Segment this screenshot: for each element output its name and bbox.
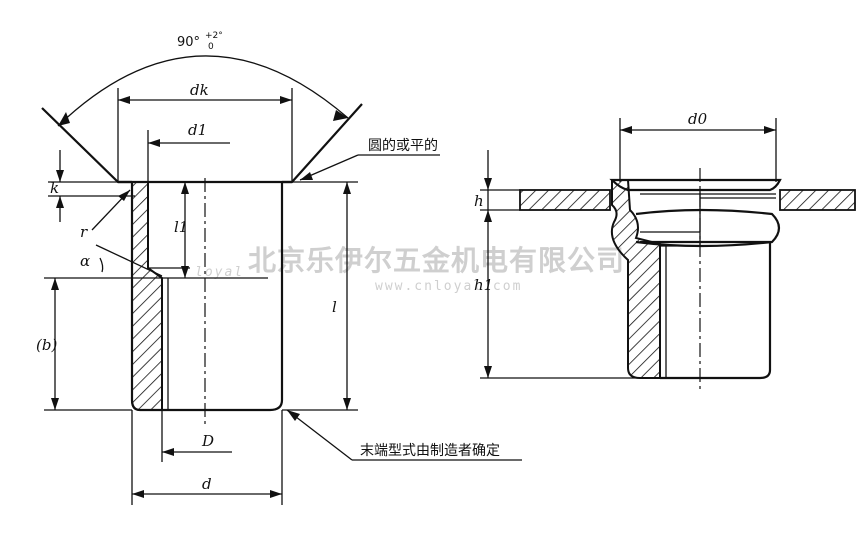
angle-label: 90° — [177, 35, 200, 50]
watermark-logo: loyal — [195, 265, 244, 280]
l-arrow-bottom-icon — [343, 398, 351, 410]
l1-label: l1 — [174, 218, 188, 236]
D-arrow-icon — [162, 448, 174, 456]
k-arrow-top-icon — [56, 170, 64, 182]
right-view: d0 h h1 — [474, 110, 856, 390]
right-wall-section — [610, 179, 661, 379]
arc-arrow-right-icon — [333, 110, 348, 121]
d1-label: d1 — [188, 121, 207, 139]
right-body-outline — [640, 240, 772, 380]
d-arrow-left-icon — [132, 490, 144, 498]
b-label: (b) — [36, 336, 57, 354]
note-end-text: 末端型式由制造者确定 — [360, 443, 500, 459]
d-arrow-right-icon — [270, 490, 282, 498]
angle-tol-upper: +2° — [205, 31, 223, 41]
right-bulge — [635, 208, 781, 248]
note-head-arrow-icon — [300, 172, 313, 180]
l-label: l — [332, 298, 337, 316]
l1-arrow-bottom-icon — [181, 266, 189, 278]
D-label: D — [201, 432, 214, 450]
k-arrow-bottom-icon — [56, 196, 64, 208]
alpha-label: α — [80, 252, 90, 270]
r-label: r — [80, 223, 88, 241]
angle-tol-lower: 0 — [208, 42, 214, 52]
dk-label: dk — [190, 81, 209, 99]
dk-arrow-left-icon — [118, 96, 130, 104]
watermark-url: www.cnloyal.com — [375, 279, 522, 294]
d0-arrow-right-icon — [764, 126, 776, 134]
watermark-company: 北京乐伊尔五金机电有限公司 — [248, 244, 625, 277]
note-end-leader — [286, 409, 353, 461]
h-label: h — [474, 192, 484, 210]
plate-right-section — [779, 189, 856, 211]
d0-label: d0 — [688, 110, 708, 128]
h1-arrow-bottom-icon — [484, 366, 492, 378]
d1-arrow-icon — [148, 139, 160, 147]
plate-left-section — [519, 189, 611, 211]
alpha-arc — [99, 257, 104, 273]
arc-arrow-left-icon — [58, 112, 70, 126]
right-head-flange — [609, 178, 782, 192]
b-arrow-bottom-icon — [51, 398, 59, 410]
angle-arc — [57, 55, 349, 127]
watermark: loyal 北京乐伊尔五金机电有限公司 www.cnloyal.com — [195, 244, 625, 294]
body-wall-section — [131, 181, 163, 411]
l-arrow-top-icon — [343, 182, 351, 194]
dk-arrow-right-icon — [280, 96, 292, 104]
note-end-arrow-icon — [287, 410, 300, 421]
b-arrow-top-icon — [51, 278, 59, 290]
h-arrow-bottom-icon — [484, 210, 492, 222]
h-arrow-top-icon — [484, 178, 492, 190]
h1-label: h1 — [474, 276, 493, 294]
d0-arrow-left-icon — [620, 126, 632, 134]
r-arrow-icon — [118, 190, 130, 201]
alpha-leader — [95, 244, 163, 277]
k-label: k — [50, 179, 59, 197]
note-head-text: 圆的或平的 — [368, 138, 438, 154]
left-view: 90° +2° 0 dk d1 k — [36, 31, 522, 505]
l1-arrow-top-icon — [181, 182, 189, 194]
d-label: d — [202, 475, 212, 493]
